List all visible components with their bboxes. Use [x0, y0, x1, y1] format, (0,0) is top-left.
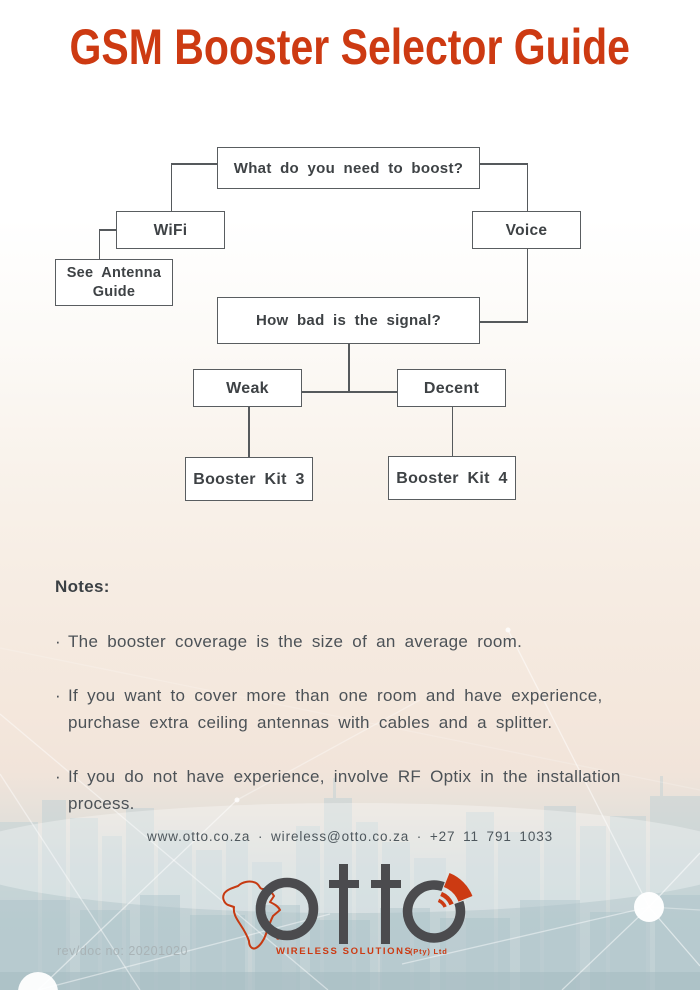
node-decent: Decent — [397, 369, 506, 407]
connector-weak-decent-h — [302, 391, 397, 393]
node-question-boost: What do you need to boost? — [217, 147, 480, 189]
mesh-dot — [234, 797, 240, 803]
contact-line: www.otto.co.za · wireless@otto.co.za · +… — [146, 829, 554, 844]
connector-wifi-antenna-h — [99, 229, 117, 231]
node-wifi: WiFi — [116, 211, 225, 249]
mesh-node-circle — [634, 892, 664, 922]
logo-subtitle: WIRELESS SOLUTIONS — [276, 946, 412, 957]
foreground-strip — [0, 972, 700, 990]
note-line: The booster coverage is the size of an a… — [68, 632, 523, 651]
antenna-guide-line2: Guide — [92, 283, 136, 300]
connector-q1-voice-v — [526, 163, 528, 212]
note-line: If you want to cover more than one room … — [68, 686, 603, 705]
logo-subtitle-suffix: (Pty) Ltd — [410, 947, 448, 956]
connector-q2-down-v — [348, 344, 350, 392]
note-text: If you want to cover more than one room … — [68, 682, 603, 736]
otto-logo: otto — [218, 858, 482, 962]
signal-arcs-icon — [437, 873, 473, 908]
note-line: purchase extra ceiling antennas with cab… — [68, 713, 553, 732]
note-item: · If you do not have experience, involve… — [55, 763, 635, 817]
node-booster-kit-4: Booster Kit 4 — [388, 456, 516, 500]
rev-doc-number: rev/doc no: 20201020 — [57, 944, 188, 958]
page-title: GSM Booster Selector Guide — [69, 19, 631, 75]
connector-voice-q2-h — [480, 321, 528, 323]
notes-heading: Notes: — [55, 577, 110, 596]
node-see-antenna-guide: See Antenna Guide — [55, 259, 173, 306]
note-item: · The booster coverage is the size of an… — [55, 628, 635, 655]
node-question-signal: How bad is the signal? — [217, 297, 480, 344]
note-line: process. — [68, 794, 135, 813]
haze-band — [0, 803, 700, 913]
node-voice: Voice — [472, 211, 581, 249]
node-weak: Weak — [193, 369, 302, 407]
connector-wifi-antenna-v — [98, 229, 100, 259]
connector-q1-wifi-h — [171, 163, 218, 165]
antenna-guide-line1: See Antenna — [66, 264, 162, 281]
note-line: If you do not have experience, involve R… — [68, 767, 621, 786]
node-booster-kit-3: Booster Kit 3 — [185, 457, 313, 501]
connector-decent-kit4-v — [451, 407, 453, 457]
otto-logo-graphic: WIRELESS SOLUTIONS (Pty) Ltd — [222, 864, 473, 957]
mesh-lines — [0, 629, 700, 990]
mesh-dot — [505, 627, 511, 633]
logo-wordmark — [255, 864, 466, 944]
connector-q1-wifi-v — [170, 163, 172, 211]
bullet-marker: · — [55, 632, 61, 651]
connector-q1-voice-h — [480, 163, 528, 165]
mesh-node-circle — [18, 972, 58, 990]
notes-section: Notes: · The booster coverage is the siz… — [55, 576, 635, 844]
note-text: The booster coverage is the size of an a… — [68, 628, 522, 655]
bullet-marker: · — [55, 686, 61, 705]
note-item: · If you want to cover more than one roo… — [55, 682, 635, 736]
bullet-marker: · — [55, 767, 61, 786]
connector-weak-kit3-v — [248, 407, 250, 457]
note-text: If you do not have experience, involve R… — [68, 763, 621, 817]
connector-voice-q2-v — [526, 249, 528, 322]
